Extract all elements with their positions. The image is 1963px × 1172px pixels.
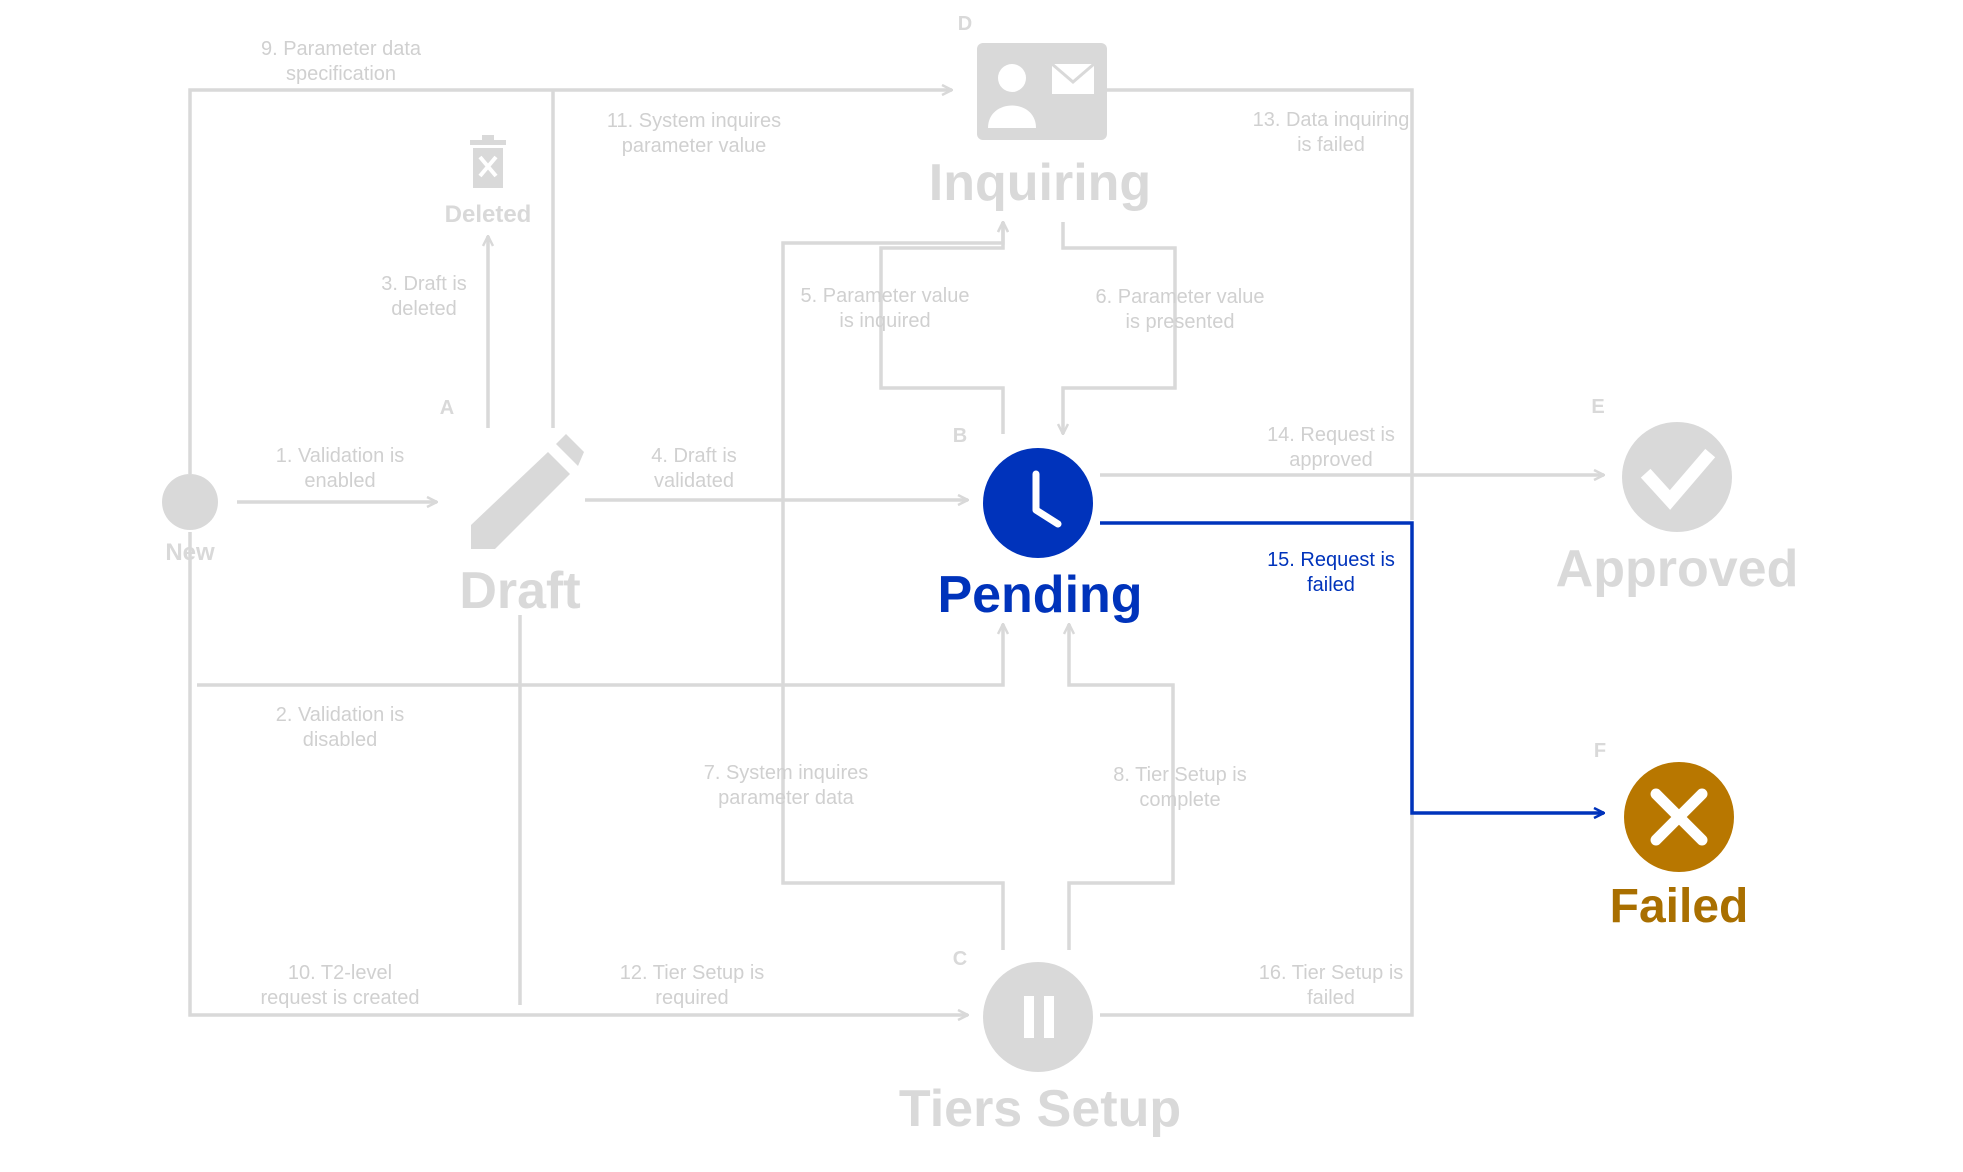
- state-deleted: Deleted: [445, 135, 532, 228]
- clock-icon: [983, 448, 1093, 558]
- state-pending: B Pending: [937, 425, 1142, 624]
- edge-t2-request-created: [188, 532, 968, 1015]
- state-new-label: New: [165, 539, 215, 566]
- state-inquiring-letter: D: [958, 13, 972, 35]
- edge-parameter-presented: [1063, 222, 1177, 434]
- state-failed: F Failed: [1594, 740, 1748, 933]
- state-approved-letter: E: [1591, 396, 1604, 418]
- edge-tier-setup-complete: [1069, 624, 1175, 950]
- state-deleted-label: Deleted: [445, 201, 532, 228]
- x-circle-icon: [1624, 762, 1734, 872]
- state-pending-letter: B: [953, 425, 967, 447]
- state-failed-letter: F: [1594, 740, 1606, 762]
- state-pending-label: Pending: [937, 566, 1142, 624]
- trash-icon: [470, 135, 506, 188]
- state-new: New: [162, 474, 218, 566]
- state-draft-letter: A: [440, 397, 454, 419]
- state-approved-label: Approved: [1556, 540, 1799, 598]
- state-inquiring-label: Inquiring: [929, 154, 1151, 212]
- edge-validation-disabled: [197, 624, 1003, 687]
- filled-circle-icon: [162, 474, 218, 530]
- contact-card-icon: [977, 43, 1107, 140]
- pencil-icon: [471, 434, 584, 549]
- state-tiers-setup-letter: C: [953, 948, 967, 970]
- state-tiers-setup-label: Tiers Setup: [899, 1080, 1181, 1138]
- check-circle-icon: [1622, 422, 1732, 532]
- state-inquiring: D Inquiring: [929, 13, 1151, 212]
- state-tiers-setup: C Tiers Setup: [899, 948, 1181, 1138]
- edge-data-inquiring-failed: [1105, 88, 1414, 520]
- edge-system-inquires-data: [781, 222, 1003, 950]
- state-draft-label: Draft: [459, 562, 580, 620]
- state-approved: E Approved: [1556, 396, 1799, 598]
- state-draft: A Draft: [440, 397, 584, 620]
- pause-icon: [983, 962, 1093, 1072]
- edge-request-failed: [1100, 521, 1604, 813]
- edge-parameter-data-specification: [188, 90, 952, 474]
- state-failed-label: Failed: [1610, 880, 1749, 933]
